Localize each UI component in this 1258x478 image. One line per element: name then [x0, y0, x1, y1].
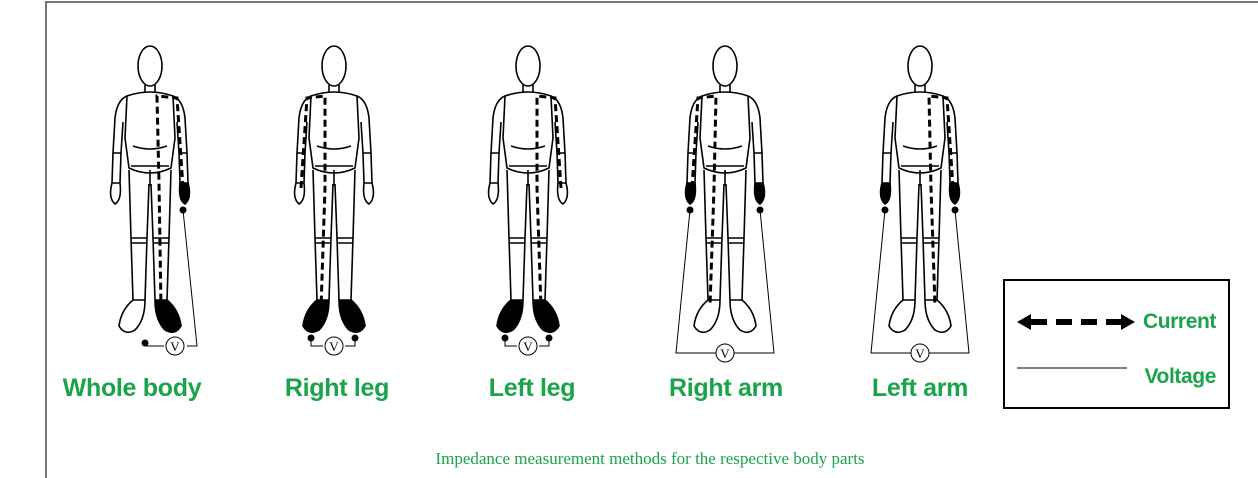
whole-body-figure: V — [75, 38, 225, 368]
lfoot-electrode — [497, 300, 523, 332]
left-leg-figure: V — [453, 38, 603, 368]
right-leg-figure: V — [259, 38, 409, 368]
rfoot-electrode — [339, 300, 365, 332]
current-arrow-icon — [1017, 309, 1135, 335]
left-arm-figure: V — [845, 38, 995, 368]
svg-text:V: V — [170, 339, 180, 354]
svg-text:V: V — [720, 346, 730, 361]
rfoot-electrode — [533, 300, 559, 332]
body-outline — [111, 46, 190, 332]
voltage-wire-1 — [676, 210, 716, 353]
voltage-line-icon — [1017, 363, 1127, 373]
right-arm-label: Right arm — [641, 374, 811, 403]
electrode-dot-1 — [687, 207, 694, 214]
voltmeter-icon: V — [519, 337, 537, 355]
electrode-dot-1 — [502, 335, 509, 342]
electrode-dot-2 — [952, 207, 959, 214]
rfoot-electrode — [155, 300, 181, 332]
left-arm-label: Left arm — [835, 374, 1005, 403]
voltage-wire-2 — [734, 210, 774, 353]
legend-box: Current Voltage — [1003, 279, 1230, 409]
body-outline — [686, 46, 765, 332]
whole-body-label: Whole body — [47, 374, 217, 403]
voltmeter-icon: V — [911, 344, 929, 362]
voltmeter-icon: V — [325, 337, 343, 355]
electrode-dot-2 — [546, 335, 553, 342]
voltage-wire-1 — [183, 210, 197, 346]
svg-text:V: V — [329, 339, 339, 354]
electrode-dot-1 — [308, 335, 315, 342]
right-arm-figure: V — [650, 38, 800, 368]
left-leg-label: Left leg — [447, 374, 617, 403]
figure-caption: Impedance measurement methods for the re… — [200, 449, 1100, 469]
voltage-wire-2 — [929, 210, 969, 353]
voltage-wire-1 — [871, 210, 911, 353]
voltmeter-icon: V — [716, 344, 734, 362]
right-leg-label: Right leg — [252, 374, 422, 403]
svg-text:V: V — [915, 346, 925, 361]
electrode-dot-2 — [142, 340, 149, 347]
lfoot-electrode — [303, 300, 329, 332]
voltmeter-icon: V — [166, 337, 184, 355]
legend-voltage-label: Voltage — [1145, 365, 1217, 389]
electrode-dot-1 — [882, 207, 889, 214]
svg-text:V: V — [523, 339, 533, 354]
electrode-dot-2 — [757, 207, 764, 214]
current-path — [301, 96, 325, 308]
current-path — [537, 96, 561, 308]
electrode-dot-1 — [180, 207, 187, 214]
current-path — [929, 96, 953, 306]
body-outline — [881, 46, 960, 332]
electrode-dot-2 — [352, 335, 359, 342]
body-outline — [489, 46, 568, 332]
body-outline — [295, 46, 374, 332]
legend-current-label: Current — [1143, 310, 1216, 334]
current-path — [692, 96, 716, 306]
